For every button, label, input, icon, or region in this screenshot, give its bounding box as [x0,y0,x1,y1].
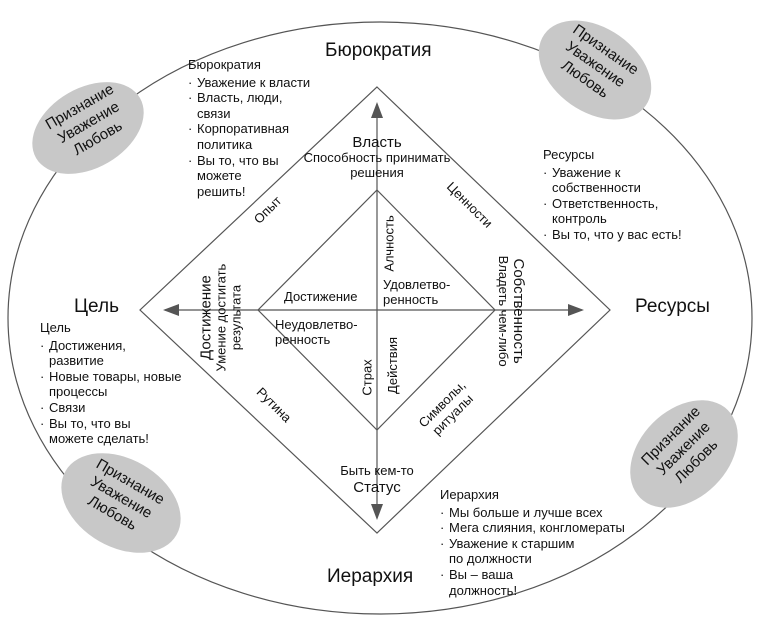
axis-bottom-title: Статус [353,478,401,496]
badge-top-left-shape [32,82,144,174]
inner-label-actions: Действия [385,336,401,394]
list-item: Вы то, что у вас есть! [543,227,703,243]
list-goal: Цель Достижения, развитие Новые товары, … [40,320,200,447]
axis-top-title: Власть [352,134,402,151]
list-item: Вы то, что вы можете сделать! [40,416,174,447]
list-hierarchy: Иерархия Мы больше и лучше всех Мега сли… [440,487,625,598]
axis-right-subtitle: Владеть чем-либо [495,255,511,367]
inner-label-greed: Алчность [381,215,397,272]
axis-right-label: Собственность Владеть чем-либо [495,246,527,376]
badge-bottom-left-shape [61,453,181,553]
list-bureaucracy: Бюрократия Уважение к власти Власть, люд… [188,57,333,199]
list-resources: Ресурсы Уважение к собственности Ответст… [543,147,703,243]
list-item: Мы больше и лучше всех [440,505,625,521]
arrow-down-icon [371,504,383,520]
arrow-right-icon [568,304,584,316]
list-item: Связи [40,400,200,416]
list-item: Корпоративная политика [188,121,317,152]
quadrant-title-hierarchy: Иерархия [327,566,414,587]
axis-top-subtitle: Способность принимать решения [303,150,451,181]
inner-label-dissatisfaction: Неудовлетво-ренность [275,317,358,347]
list-title: Цель [40,320,71,335]
badge-bottom-right-shape [630,400,738,508]
quadrant-title-resources: Ресурсы [635,296,710,317]
axis-left-label: Достижение Умение достигать результата [197,253,244,383]
list-item: Вы – ваша должность! [440,567,539,598]
axis-left-subtitle: Умение достигать результата [213,263,244,372]
list-item: Достижения, развитие [40,338,164,369]
quadrant-title-bureaucracy: Бюрократия [325,40,432,61]
axis-top-label: Власть Способность принимать решения [299,134,455,181]
list-title: Ресурсы [543,147,595,162]
outer-ellipse [7,21,753,615]
inner-label-achievement: Достижение [284,289,358,304]
list-item: Вы то, что вы можете решить! [188,153,292,200]
list-item: Уважение к власти [188,75,333,91]
inner-label-satisfaction: Удовлетво-ренность [383,277,451,307]
list-title: Иерархия [440,487,499,502]
axis-right-title: Собственность [510,258,528,364]
list-item: Власть, люди, связи [188,90,297,121]
arrow-up-icon [371,102,383,118]
list-item: Ответственность, контроль [543,196,682,227]
list-item: Мега слияния, конгломераты [440,520,625,536]
list-title: Бюрократия [188,57,261,72]
arrow-left-icon [163,304,179,316]
list-item: Новые товары, новые процессы [40,369,199,400]
quadrant-title-goal: Цель [74,296,119,317]
list-item: Уважение к собственности [543,165,672,196]
axis-left-title: Достижение [197,275,215,360]
badge-top-right-shape [538,20,652,120]
axis-bottom-label: Быть кем-то Статус [327,463,427,496]
inner-label-fear: Страх [359,359,375,396]
list-item: Уважение к старшим по должности [440,536,584,567]
axis-bottom-subtitle: Быть кем-то [340,463,414,478]
outer-diamond [139,86,611,534]
